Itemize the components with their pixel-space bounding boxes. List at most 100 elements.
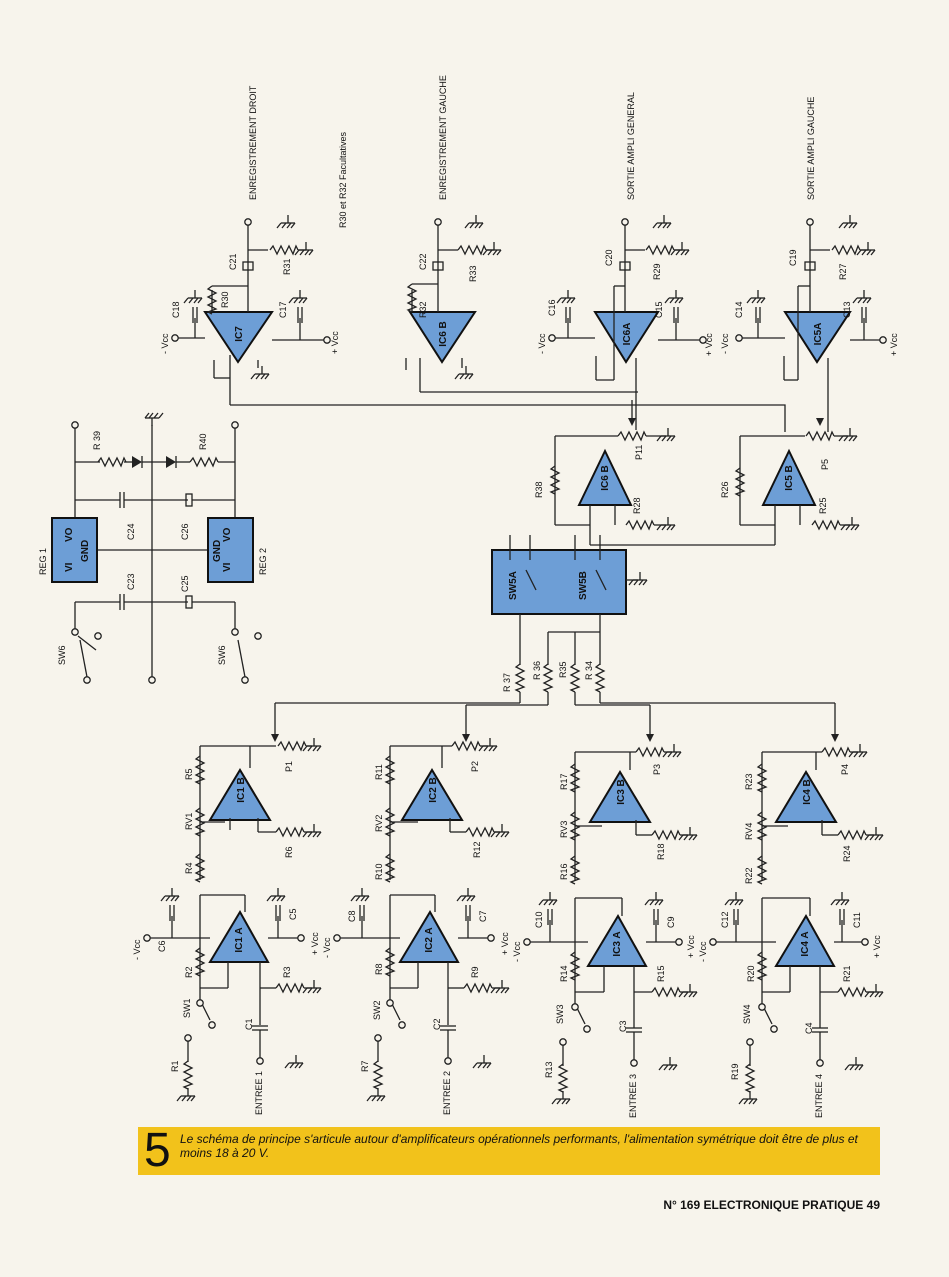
r27-label: R27 bbox=[838, 263, 848, 280]
neg-vcc-ic1a: - Vcc bbox=[132, 939, 142, 960]
c24-label: C24 bbox=[126, 523, 136, 540]
reg2-vo: VO bbox=[222, 527, 233, 542]
sw5-chip bbox=[491, 549, 627, 615]
sw5-block: SW5A SW5B bbox=[491, 535, 648, 650]
r33-label: R33 bbox=[468, 265, 478, 282]
r13-label: R13 bbox=[544, 1061, 554, 1078]
r19-label: R19 bbox=[730, 1063, 740, 1080]
channel-1: IC1 B R5 P1 RV1 R6 R4 IC1 A bbox=[132, 703, 322, 1115]
ic3b-label: IC3 B bbox=[616, 779, 627, 805]
reg2-label: REG 2 bbox=[258, 548, 268, 575]
ic5a-stage: IC5A C19 R27 C14 C13 - Vcc + Vcc SORTIE … bbox=[720, 97, 899, 432]
p4-label: P4 bbox=[840, 764, 850, 775]
r22-label: R22 bbox=[744, 867, 754, 884]
ic2a-label: IC2 A bbox=[424, 927, 435, 952]
footer-page: 49 bbox=[866, 1198, 880, 1212]
power-supply: VI VO GND VI VO GND REG 1 REG 2 R 39 R40… bbox=[38, 412, 268, 684]
c5-label: C5 bbox=[288, 908, 298, 920]
r38-label: R38 bbox=[534, 481, 544, 498]
sw4-label: SW4 bbox=[742, 1004, 752, 1024]
footer-magazine: ELECTRONIQUE PRATIQUE bbox=[703, 1198, 864, 1212]
reg1-chip bbox=[51, 517, 98, 583]
pos-vcc-ic3a: + Vcc bbox=[686, 935, 696, 958]
page-footer: N° 169 ELECTRONIQUE PRATIQUE 49 bbox=[640, 1198, 880, 1212]
r18-label: R18 bbox=[656, 843, 666, 860]
r37-label: R 37 bbox=[502, 673, 512, 692]
c7-label: C7 bbox=[478, 910, 488, 922]
r21-label: R21 bbox=[842, 965, 852, 982]
figure-caption-box: 5 Le schéma de principe s'articule autou… bbox=[138, 1125, 880, 1177]
ic2b-chip bbox=[400, 768, 464, 821]
r25-label: R25 bbox=[818, 497, 828, 514]
ic1a-chip bbox=[208, 910, 270, 963]
r28-label: R28 bbox=[632, 497, 642, 514]
output-sortie-ampli-gauche: SORTIE AMPLI GAUCHE bbox=[806, 97, 816, 200]
ic4a-label: IC4 A bbox=[800, 931, 811, 956]
reg1-vi: VI bbox=[64, 562, 75, 572]
input-entree-2: ENTREE 2 bbox=[442, 1071, 452, 1115]
neg-vcc-ic6a: - Vcc bbox=[537, 333, 547, 354]
r30-label: R30 bbox=[220, 291, 230, 308]
mixing-resistors: R 37 R 36 R35 R 34 bbox=[275, 632, 835, 706]
c18-label: C18 bbox=[171, 301, 181, 318]
ic1b-label: IC1 B bbox=[236, 777, 247, 803]
r11-label: R11 bbox=[374, 764, 384, 780]
neg-vcc-ic7: - Vcc bbox=[160, 333, 170, 354]
sw6a-label: SW6 bbox=[57, 645, 67, 665]
ic5b-chip bbox=[761, 448, 817, 506]
c6-label: C6 bbox=[157, 940, 167, 952]
ic2a-chip bbox=[398, 910, 460, 963]
c13-label: C13 bbox=[842, 301, 852, 318]
reg2-gnd: GND bbox=[212, 540, 223, 562]
r15-label: R15 bbox=[656, 965, 666, 982]
r23-label: R23 bbox=[744, 773, 754, 790]
pos-vcc-ic2a: + Vcc bbox=[500, 932, 510, 955]
ic6a-chip bbox=[593, 311, 660, 364]
sw5b-label: SW5B bbox=[578, 571, 589, 600]
c4-label: C4 bbox=[804, 1022, 814, 1034]
reg2-vi: VI bbox=[222, 562, 233, 572]
ic5a-label: IC5A bbox=[813, 323, 824, 346]
output-enregistrement-droit: ENREGISTREMENT DROIT bbox=[248, 85, 258, 200]
ic1b-chip bbox=[208, 768, 272, 821]
channel-3: IC3 B R17 P3 RV3 R18 R16 IC3 A bbox=[512, 705, 698, 1118]
r36-label: R 36 bbox=[532, 661, 542, 680]
channel-4: IC4 B R23 P4 RV4 R24 R22 IC4 A bbox=[698, 703, 884, 1118]
input-entree-3: ENTREE 3 bbox=[628, 1074, 638, 1118]
ic3a-label: IC3 A bbox=[612, 931, 623, 956]
p11-label: P11 bbox=[634, 445, 644, 460]
reg2-chip bbox=[207, 517, 254, 583]
reg1-label: REG 1 bbox=[38, 548, 48, 575]
p5-label: P5 bbox=[820, 459, 830, 470]
c20-label: C20 bbox=[604, 249, 614, 266]
sw5a-label: SW5A bbox=[508, 571, 519, 600]
c12-label: C12 bbox=[720, 911, 730, 928]
r5-label: R5 bbox=[184, 768, 194, 780]
p3-label: P3 bbox=[652, 764, 662, 775]
ic6b-mid-label: IC6 B bbox=[600, 465, 611, 491]
neg-vcc-ic4a: - Vcc bbox=[698, 941, 708, 962]
c26-label: C26 bbox=[180, 523, 190, 540]
footer-issue: N° 169 bbox=[663, 1198, 701, 1212]
c22-label: C22 bbox=[418, 253, 428, 270]
sw6b-label: SW6 bbox=[217, 645, 227, 665]
ic6b-mid-chip bbox=[577, 448, 633, 506]
p1-label: P1 bbox=[284, 761, 294, 772]
ic2b-label: IC2 B bbox=[428, 777, 439, 803]
ic6b-top-label: IC6 B bbox=[438, 321, 449, 347]
reg1-gnd: GND bbox=[80, 540, 91, 562]
figure-caption-text: Le schéma de principe s'articule autour … bbox=[180, 1132, 858, 1160]
reg1-vo: VO bbox=[64, 527, 75, 542]
ic7-stage: IC7 C21 R31 C18 R30 C17 - Vcc + Vcc bbox=[160, 85, 348, 405]
r35-label: R35 bbox=[558, 661, 568, 678]
pos-vcc-ic1a: + Vcc bbox=[310, 932, 320, 955]
c15-label: C15 bbox=[654, 301, 664, 318]
ic5b-label: IC5 B bbox=[784, 465, 795, 491]
r2-label: R2 bbox=[184, 966, 194, 978]
output-sortie-ampli-general: SORTIE AMPLI GENERAL bbox=[626, 92, 636, 200]
ic4a-chip bbox=[774, 914, 836, 967]
r39-label: R 39 bbox=[92, 431, 102, 450]
r17-label: R17 bbox=[559, 773, 569, 790]
ic6b-top-chip bbox=[408, 311, 477, 364]
